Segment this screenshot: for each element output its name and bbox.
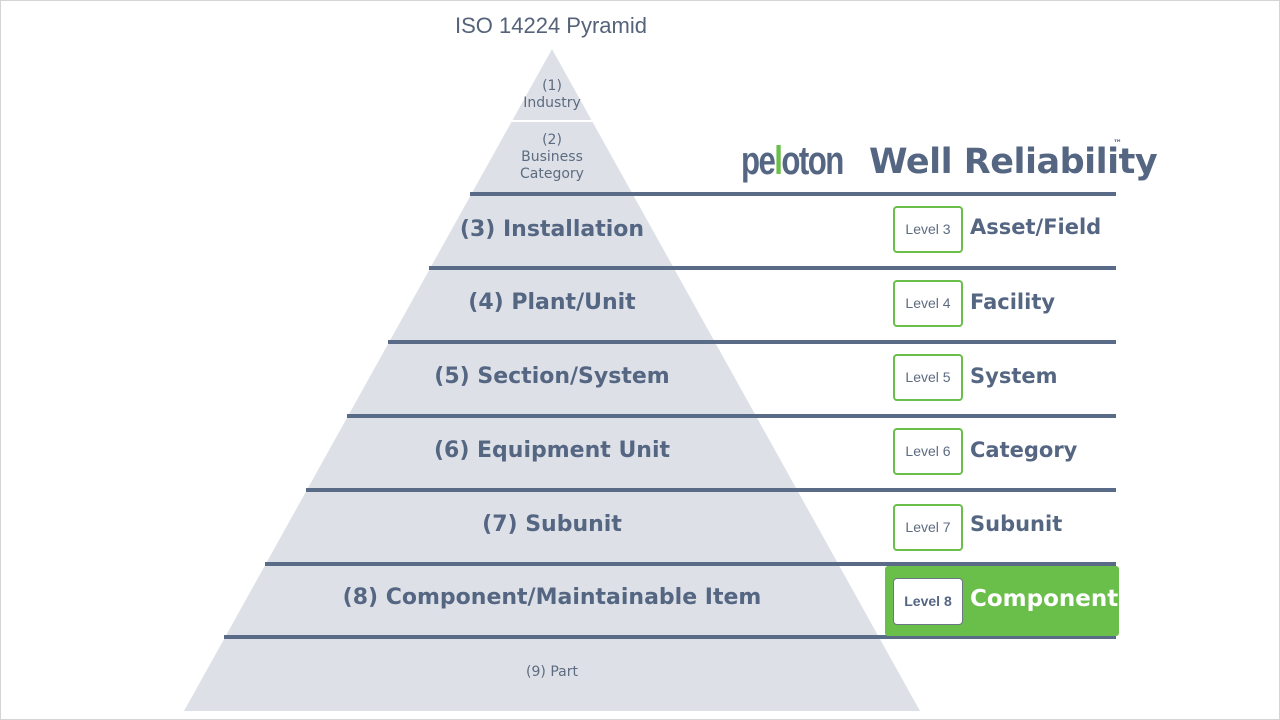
level-8-badge: Level 8 [893, 578, 963, 625]
tier-6-label: (6) Equipment Unit [433, 438, 671, 463]
level-7-name: Subunit [970, 512, 1063, 536]
tier-divider-3 [470, 192, 1116, 196]
level-3-badge: Level 3 [893, 206, 963, 253]
brand-product-name: Well Reliability [869, 142, 1158, 182]
tier-5-label: (5) Section/System [434, 364, 670, 389]
tier-divider-6 [347, 414, 1116, 418]
level-7-badge: Level 7 [893, 504, 963, 551]
brand-name-accent: l [774, 139, 783, 183]
tier-divider-4 [429, 266, 1116, 270]
brand-name-part2: oton [781, 139, 844, 183]
peloton-well-reliability-logo: peloton Well Reliability ™ [741, 139, 1158, 189]
tier-divider-9 [224, 635, 1116, 639]
level-8-name: Component [970, 586, 1119, 612]
tier-2-name: Business Category [520, 149, 584, 182]
level-4-name: Facility [970, 290, 1056, 314]
trademark-symbol: ™ [1113, 139, 1122, 149]
brand-name-part1: pe [741, 139, 776, 183]
tier-divider-5 [388, 340, 1116, 344]
tier-3-label: (3) Installation [459, 217, 645, 242]
tier-2-number: (2) [542, 132, 562, 148]
level-6-badge: Level 6 [893, 428, 963, 475]
tier-divider-8 [265, 562, 1116, 566]
tier-2-label: (2) Business Category [492, 132, 612, 183]
level-4-badge: Level 4 [893, 280, 963, 327]
level-5-badge: Level 5 [893, 354, 963, 401]
tier-1-name: Industry [523, 95, 581, 111]
diagram-title: ISO 14224 Pyramid [455, 13, 647, 38]
tier-4-label: (4) Plant/Unit [468, 290, 636, 315]
tier-8-label: (8) Component/Maintainable Item [342, 585, 762, 610]
level-3-name: Asset/Field [970, 215, 1102, 239]
level-6-name: Category [970, 438, 1078, 462]
tier-divider-7 [306, 488, 1116, 492]
pyramid-body [184, 49, 920, 711]
tier-1-number: (1) [542, 78, 562, 94]
tier-9-label: (9) Part [526, 664, 578, 680]
level-5-name: System [970, 364, 1058, 388]
brand-name: peloton [741, 139, 844, 183]
tier-7-label: (7) Subunit [482, 512, 622, 537]
tier-1-label: (1) Industry [492, 78, 612, 112]
